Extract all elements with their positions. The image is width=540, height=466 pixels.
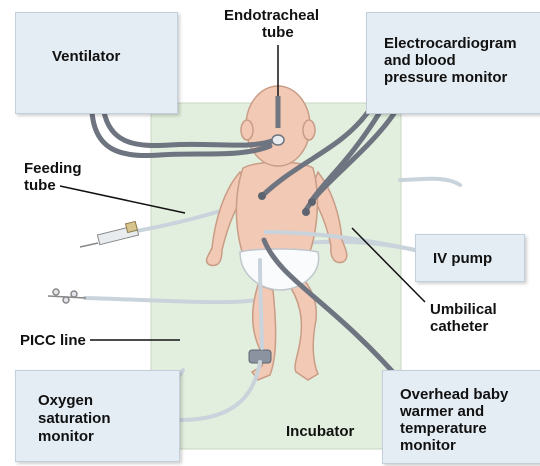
ecg-label-line3: pressure monitor	[384, 69, 507, 86]
incubator-label: Incubator	[286, 423, 354, 440]
ventilator-label: Ventilator	[52, 48, 120, 65]
endotracheal-label-line1: Endotracheal	[224, 7, 319, 24]
warmer-label-line2: warmer and	[400, 403, 484, 420]
oxygen-label-line3: monitor	[38, 428, 94, 445]
electrode-dot	[302, 208, 310, 216]
warmer-label-line4: monitor	[400, 437, 456, 454]
endotracheal-label-line2: tube	[262, 24, 294, 41]
ecg-label-line2: and blood	[384, 52, 456, 69]
picc-line-label: PICC line	[20, 332, 86, 349]
umbilical-label-line1: Umbilical	[430, 301, 497, 318]
syringe-icon	[80, 221, 139, 247]
ecg-label-line1: Electrocardiogram	[384, 35, 517, 52]
oxygen-label-line2: saturation	[38, 410, 111, 427]
warmer-label-line3: temperature	[400, 420, 487, 437]
umbilical-label-line2: catheter	[430, 318, 488, 335]
electrode-dot	[258, 192, 266, 200]
iv-pump-label: IV pump	[433, 250, 492, 267]
warmer-label-line1: Overhead baby	[400, 386, 508, 403]
picc-connector-icon	[48, 289, 86, 303]
oxygen-label-line1: Oxygen	[38, 392, 93, 409]
feeding-tube-label-line1: Feeding	[24, 160, 82, 177]
electrode-dot	[308, 198, 316, 206]
feeding-tube-label-line2: tube	[24, 177, 56, 194]
